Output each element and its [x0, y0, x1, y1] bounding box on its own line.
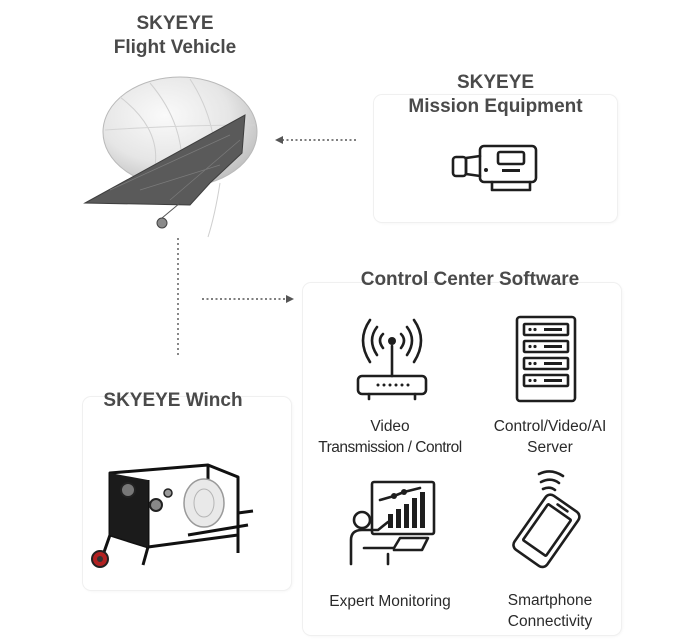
mission-equipment-panel — [374, 95, 617, 222]
winch-to-control-arrow — [202, 295, 294, 303]
smartphone-signal-icon — [512, 470, 581, 569]
flight-vehicle-title: SKYEYE Flight Vehicle — [100, 12, 250, 60]
control-item-label: Expert Monitoring — [329, 593, 451, 610]
mission-equipment-title-line2: Mission Equipment — [408, 96, 583, 117]
mission-to-vehicle-arrow — [275, 136, 356, 144]
flight-vehicle-title-line1: SKYEYE — [136, 13, 214, 34]
control-item-label: Video Transmission / Control — [305, 416, 475, 458]
control-item-label-line2: Connectivity — [507, 613, 593, 630]
control-item-label-line1: Smartphone — [507, 592, 593, 609]
flight-vehicle-title-line2: Flight Vehicle — [113, 37, 237, 58]
winch-title: SKYEYE Winch — [103, 390, 243, 411]
tether-line — [177, 238, 179, 356]
aerostat-balloon-image — [83, 76, 258, 238]
server-rack-icon — [515, 315, 577, 403]
mission-equipment-title: SKYEYE Mission Equipment — [394, 71, 597, 119]
router-antenna-icon — [356, 318, 428, 401]
control-item-label-line2: Transmission / Control — [318, 439, 462, 456]
control-item-label: Smartphone Connectivity — [475, 590, 625, 632]
control-item-label: Control/Video/AI Server — [475, 416, 625, 458]
mission-equipment-title-line1: SKYEYE — [456, 72, 535, 93]
camera-icon — [451, 144, 538, 192]
control-item-label-line2: Server — [527, 439, 573, 456]
winch-machine-image — [91, 463, 254, 568]
monitoring-presentation-icon — [349, 480, 436, 566]
control-center-title: Control Center Software — [360, 269, 580, 290]
control-item-label-line1: Control/Video/AI — [493, 418, 607, 435]
control-item-label-line1: Video — [370, 418, 410, 435]
